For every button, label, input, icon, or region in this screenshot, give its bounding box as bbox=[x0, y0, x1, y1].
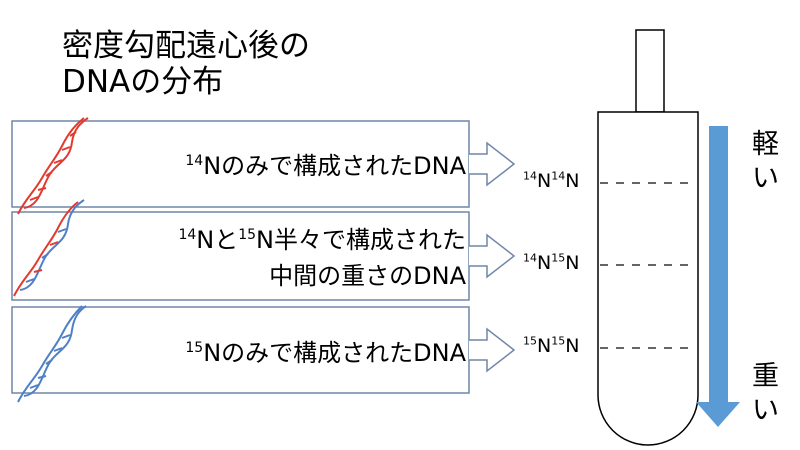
band-label-hybrid: 14N15N bbox=[523, 252, 579, 274]
band-label-light: 14N14N bbox=[523, 170, 579, 192]
isotope-superscript: 14 bbox=[551, 169, 566, 183]
pointer-arrow-heavy bbox=[469, 327, 516, 373]
label-text: Nのみで構成されたDNA bbox=[203, 339, 466, 367]
label-text: Nのみで構成されたDNA bbox=[203, 152, 466, 180]
label-text: N bbox=[537, 170, 552, 192]
title-line-1: 密度勾配遠心後の bbox=[62, 28, 310, 64]
band-label-heavy: 15N15N bbox=[523, 335, 579, 357]
row-label-heavy-text: 15Nのみで構成されたDNA bbox=[185, 339, 466, 367]
light-label: 軽い bbox=[752, 128, 782, 196]
heavy-label: 重い bbox=[752, 360, 782, 428]
side-label-char: い bbox=[752, 163, 779, 194]
side-label-char: 軽 bbox=[752, 129, 779, 160]
tube-cap bbox=[635, 29, 665, 113]
row-label-hybrid-line1: 14Nと15N半々で構成された bbox=[178, 222, 466, 258]
heavy-label-text: 重い bbox=[752, 360, 782, 428]
tube-body bbox=[597, 111, 699, 446]
label-text: N bbox=[537, 335, 552, 357]
dna-helix-light-icon bbox=[17, 117, 89, 215]
side-label-char: い bbox=[752, 395, 779, 426]
centrifuge-tube bbox=[597, 29, 699, 446]
isotope-superscript: 15 bbox=[551, 251, 566, 265]
label-text: N bbox=[565, 252, 580, 274]
row-box-light bbox=[11, 120, 470, 208]
label-text: N bbox=[537, 252, 552, 274]
isotope-superscript: 14 bbox=[523, 251, 537, 265]
label-text: N bbox=[565, 335, 580, 357]
dna-helix-hybrid-icon bbox=[13, 199, 85, 297]
label-text: N bbox=[565, 170, 580, 192]
title-line-2: DNAの分布 bbox=[62, 64, 224, 100]
isotope-superscript: 14 bbox=[178, 227, 197, 243]
pointer-arrow-hybrid bbox=[469, 233, 516, 279]
label-text: N半々で構成された bbox=[256, 226, 466, 254]
isotope-superscript: 14 bbox=[185, 153, 204, 169]
isotope-superscript: 15 bbox=[238, 227, 257, 243]
diagram-title: 密度勾配遠心後の DNAの分布 bbox=[62, 28, 310, 100]
isotope-superscript: 15 bbox=[551, 334, 566, 348]
row-label-light-text: 14Nのみで構成されたDNA bbox=[185, 152, 466, 180]
isotope-superscript: 15 bbox=[185, 340, 204, 356]
side-label-char: 重 bbox=[752, 361, 779, 392]
isotope-superscript: 14 bbox=[523, 169, 537, 183]
dna-helix-heavy-icon bbox=[17, 305, 87, 403]
row-label-hybrid-line2: 中間の重さのDNA bbox=[269, 262, 466, 290]
pointer-arrow-light bbox=[469, 141, 516, 187]
label-text: Nと bbox=[196, 226, 239, 254]
density-arrow bbox=[696, 126, 740, 427]
row-label-light: 14Nのみで構成されたDNA bbox=[185, 146, 466, 181]
light-label-text: 軽い bbox=[752, 128, 782, 196]
row-label-hybrid: 14Nと15N半々で構成された 中間の重さのDNA bbox=[178, 222, 466, 294]
row-label-heavy: 15Nのみで構成されたDNA bbox=[185, 333, 466, 368]
isotope-superscript: 15 bbox=[523, 334, 537, 348]
